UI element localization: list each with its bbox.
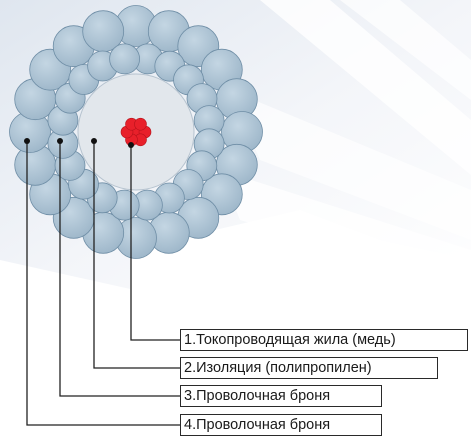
label-conductor: 1.Токопроводящая жила (медь) xyxy=(180,329,468,351)
copper-conductor xyxy=(120,117,152,147)
label-inner-armor: 3.Проволочная броня xyxy=(180,385,382,407)
leader-line-inner-armor xyxy=(59,141,180,397)
leader-line-conductor xyxy=(130,145,180,341)
leader-dot-insulation xyxy=(91,138,97,144)
label-outer-armor: 4.Проволочная броня xyxy=(180,414,382,436)
leader-dot-conductor xyxy=(128,142,134,148)
label-insulation: 2.Изоляция (полипропилен) xyxy=(180,357,438,379)
leader-lines xyxy=(24,138,180,426)
inner-armor-layer xyxy=(47,43,225,221)
leader-line-outer-armor xyxy=(26,141,180,426)
leader-dot-outer-armor xyxy=(24,138,30,144)
inner-armor-wire xyxy=(109,43,140,75)
leader-line-insulation xyxy=(93,141,180,369)
copper-strand xyxy=(134,117,147,131)
leader-dot-inner-armor xyxy=(57,138,63,144)
